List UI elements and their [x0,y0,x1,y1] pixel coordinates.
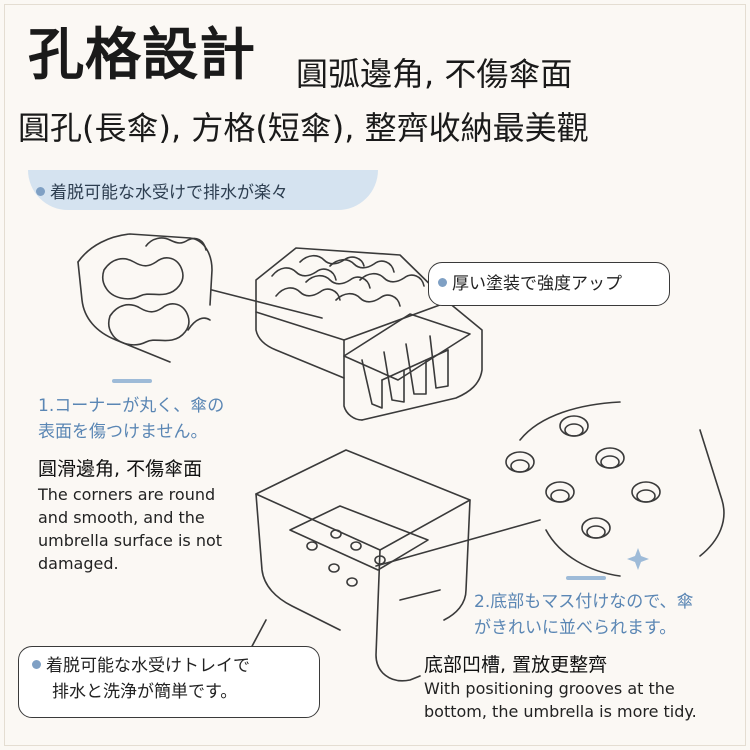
tray-bubble-text1: 着脱可能な水受けトレイで [46,656,250,676]
feature1-jp-line2: 表面を傷つけません。 [38,422,208,442]
feature1-heading: 圓滑邊角, 不傷傘面 [38,458,203,480]
feature2-en-line2: bottom, the umbrella is more tidy. [424,702,697,721]
top-pill-background [28,170,378,210]
top-pill-text: 着脱可能な水受けで排水が楽々 [50,183,288,203]
main-title: 孔格設計 [28,23,256,88]
feature1-en-line3: umbrella surface is not [38,531,223,550]
feature1-en-line1: The corners are round [38,485,216,504]
coating-bubble-label: 厚い塗装で強度アップ [438,272,622,297]
tray-bubble-line2: 排水と洗浄が簡単です。 [52,682,238,702]
feature1-accent-bar [112,379,152,383]
feature1-jp-line1: 1.コーナーが丸く、傘の [38,396,225,416]
feature1-en-line2: and smooth, and the [38,508,205,527]
coating-bubble-text: 厚い塗装で強度アップ [452,274,622,294]
bullet-dot-icon [36,186,45,196]
bullet-dot-icon [32,659,41,669]
feature2-accent-bar [566,576,606,580]
feature1-en-line4: damaged. [38,554,119,573]
sparkle-icon [627,548,649,570]
coating-bubble [428,262,670,306]
feature2-en-line1: With positioning grooves at the [424,679,675,698]
feature2-jp-line1: 2.底部もマス付けなので、傘 [474,592,694,612]
bullet-dot-icon [438,277,447,287]
wave-hole-detail [77,233,213,363]
title-subtitle: 圓弧邊角, 不傷傘面 [296,55,573,93]
drip-tray [255,449,471,682]
assembled-stand [255,247,483,421]
top-pill-label: 着脱可能な水受けで排水が楽々 [36,178,288,203]
groove-detail [505,401,725,577]
title-second-line: 圓孔(長傘), 方格(短傘), 整齊收納最美觀 [18,109,589,147]
page-frame [4,4,746,746]
feature2-heading: 底部凹槽, 置放更整齊 [424,654,608,676]
tray-bubble-line1: 着脱可能な水受けトレイで [32,654,250,679]
feature2-jp-line2: がきれいに並べられます。 [474,618,677,638]
tray-bubble [18,646,320,718]
